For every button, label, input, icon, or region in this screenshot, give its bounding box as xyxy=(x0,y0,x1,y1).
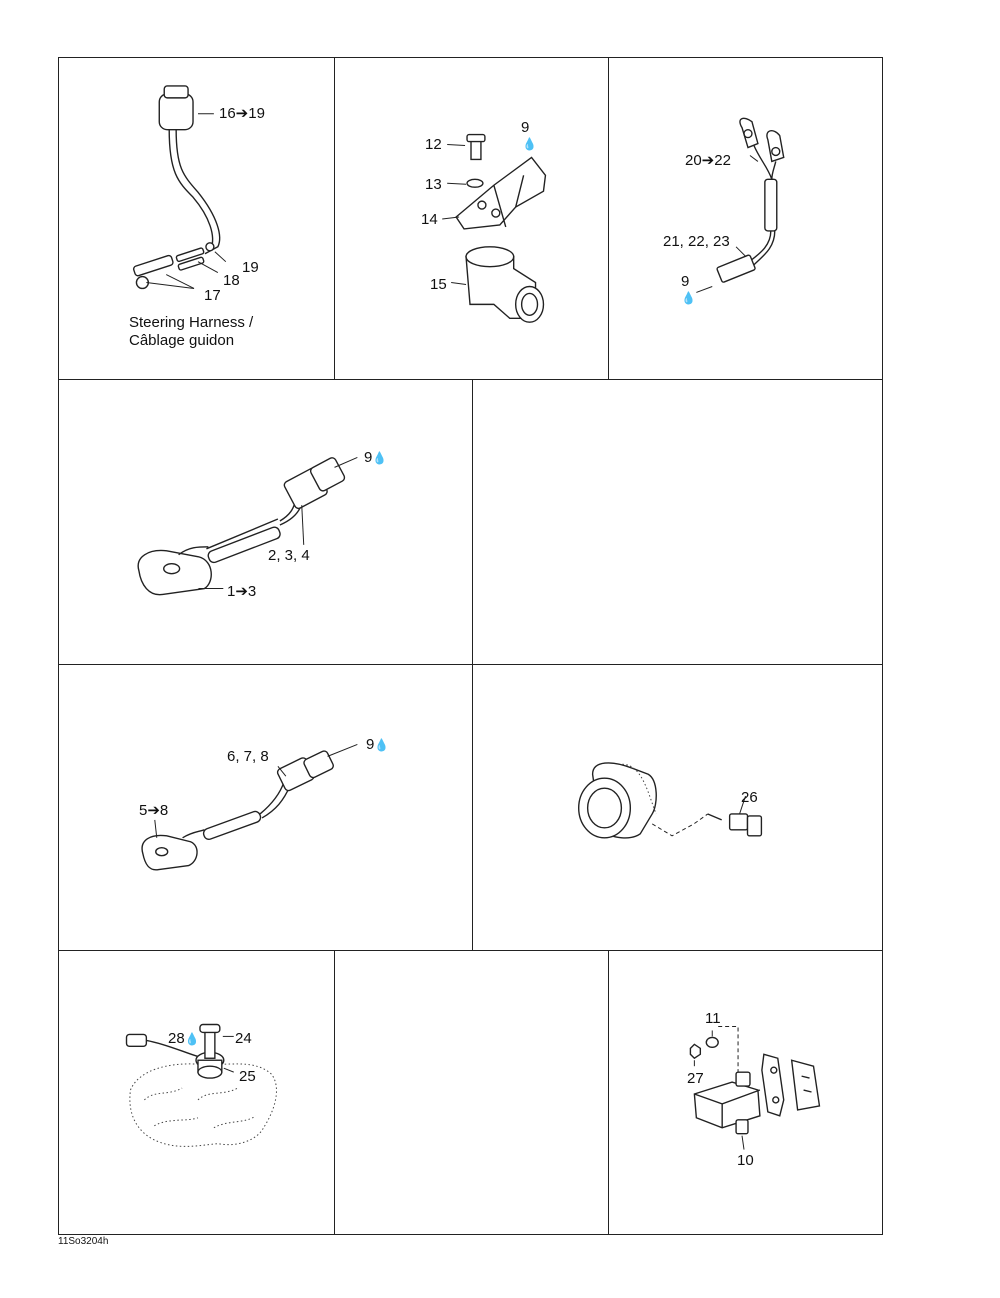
ground-cable-drawing xyxy=(696,117,785,293)
panel-knock-sensor: 28💧 24 25 xyxy=(58,950,335,1235)
callout-16-19: 16➔19 xyxy=(219,105,265,122)
oil-drop-icon: 💧 xyxy=(372,451,388,465)
panel-steering-harness: 16➔19 19 18 17 Steering Harness / Câblag… xyxy=(58,57,335,380)
panel-bracket-sensor: 12 9 💧 13 14 15 xyxy=(334,57,609,380)
oil-drop-icon: 💧 xyxy=(374,738,390,752)
callout-9: 9 xyxy=(681,273,690,290)
knock-sensor-drawing xyxy=(125,1023,277,1147)
panel-sensor-1: 9💧 2, 3, 4 1➔3 xyxy=(58,379,473,665)
callout-12: 12 xyxy=(425,136,442,153)
steering-harness-caption: Steering Harness / Câblage guidon xyxy=(129,314,253,350)
callout-13: 13 xyxy=(425,176,442,193)
callout-15: 15 xyxy=(430,276,447,293)
callout-21-22-23: 21, 22, 23 xyxy=(663,233,730,250)
caption-line-2: Câblage guidon xyxy=(129,332,235,349)
oil-drop-icon: 💧 xyxy=(681,291,696,305)
solenoid-drawing xyxy=(689,1025,821,1150)
panel-solenoid: 11 27 10 xyxy=(608,950,883,1235)
callout-9: 9💧 xyxy=(364,449,388,466)
oil-drop-icon: 💧 xyxy=(522,137,537,151)
callout-25: 25 xyxy=(239,1068,256,1085)
callout-9: 9 xyxy=(521,119,530,136)
steering-harness-drawing xyxy=(132,85,227,290)
caption-line-1: Steering Harness / xyxy=(129,314,254,331)
callout-9: 9💧 xyxy=(366,736,390,753)
callout-26: 26 xyxy=(741,789,758,806)
callout-28: 28💧 xyxy=(168,1030,200,1047)
bracket-sensor-drawing xyxy=(442,133,547,323)
panel-ground-cable: 20➔22 21, 22, 23 9 💧 xyxy=(608,57,883,380)
sensor-1-drawing xyxy=(137,456,358,596)
panel-sensor-2: 6, 7, 8 9💧 5➔8 xyxy=(58,664,473,951)
oil-drop-icon: 💧 xyxy=(184,1032,200,1046)
callout-19: 19 xyxy=(242,259,259,276)
callout-5-8: 5➔8 xyxy=(139,802,169,819)
temp-sensor-drawing xyxy=(577,762,763,839)
sensor-2-drawing xyxy=(141,743,358,871)
panel-empty-row4 xyxy=(334,950,609,1235)
callout-27: 27 xyxy=(687,1070,704,1087)
callout-2-3-4: 2, 3, 4 xyxy=(268,547,310,564)
callout-10: 10 xyxy=(737,1152,754,1169)
callout-18: 18 xyxy=(223,272,240,289)
panel-empty-row2 xyxy=(472,379,883,665)
callout-14: 14 xyxy=(421,211,438,228)
callout-11: 11 xyxy=(705,1010,721,1027)
callout-17: 17 xyxy=(204,287,221,304)
callout-20-22: 20➔22 xyxy=(685,152,731,169)
drawing-reference-code: 11So3204h xyxy=(58,1236,109,1247)
callout-6-7-8: 6, 7, 8 xyxy=(227,748,269,765)
callout-1-3: 1➔3 xyxy=(227,583,257,600)
panel-temp-sensor: 26 xyxy=(472,664,883,951)
callout-24: 24 xyxy=(235,1030,252,1047)
